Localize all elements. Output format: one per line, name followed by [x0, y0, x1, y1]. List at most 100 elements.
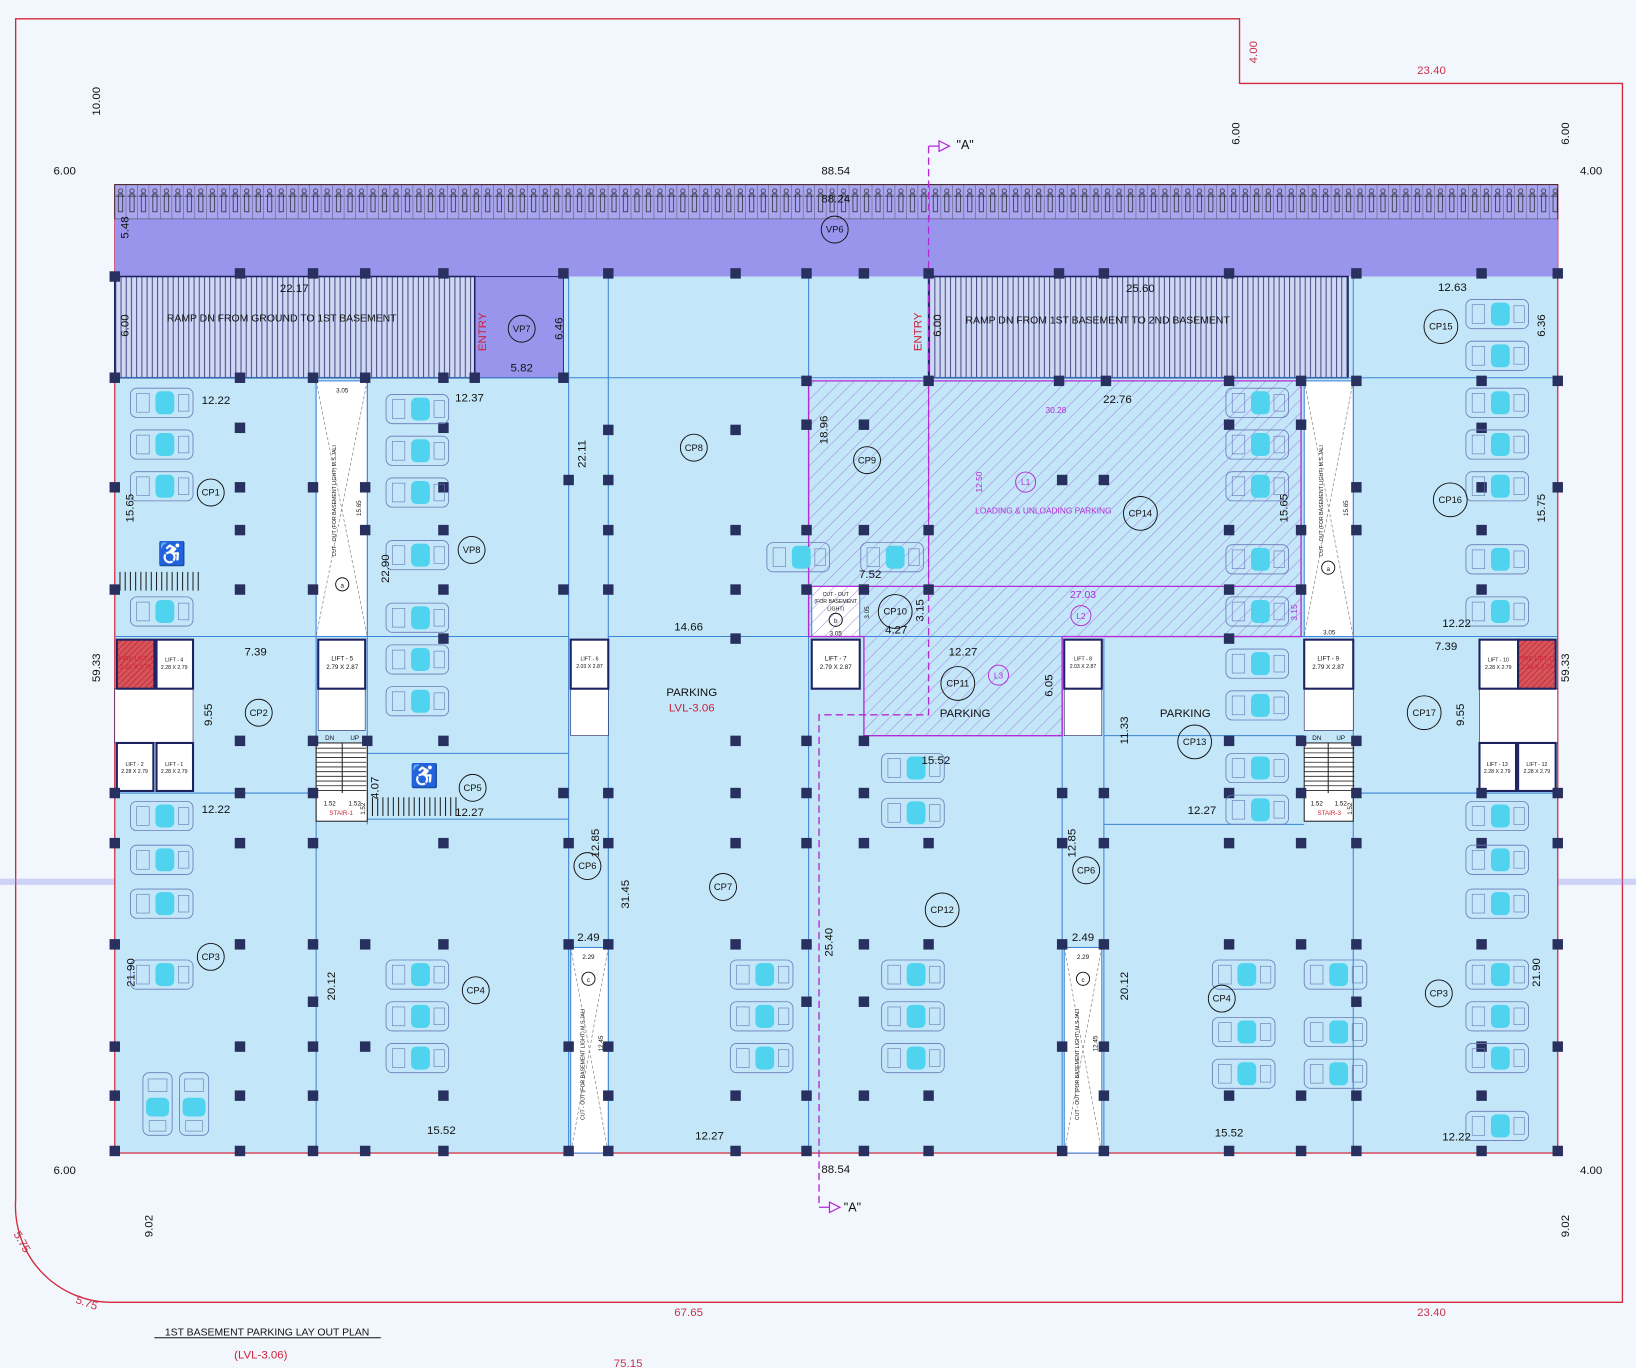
column [558, 268, 569, 279]
column [109, 584, 120, 595]
column [858, 1090, 870, 1101]
cp9-label: CP9 [858, 454, 876, 465]
column [730, 424, 741, 436]
two-wheeler-88-24-label: 88.24 [821, 193, 850, 205]
column [1098, 1145, 1110, 1157]
column [234, 939, 246, 950]
column [1223, 735, 1235, 747]
cp1-15-65-label: 15.65 [125, 494, 137, 523]
cp15-6-36-label: 6.36 [1536, 314, 1548, 336]
cp4r-20-12-label: 20.12 [1119, 972, 1131, 1001]
lift5-1-label: LIFT - 5 [331, 656, 353, 663]
ramp2-25-60-label: 25.60 [1126, 283, 1155, 295]
column [563, 1041, 574, 1052]
column [307, 996, 319, 1007]
column [1351, 1090, 1362, 1101]
section-line-a [818, 146, 930, 1208]
column [1223, 584, 1235, 595]
ramp1-6-00-label: 6.00 [119, 314, 131, 336]
stair3-dn-label: DN [1312, 735, 1321, 742]
depth-59-33-left-label: 59.33 [91, 653, 103, 682]
lift8-2-label: 2.03 X 2.87 [1070, 664, 1097, 670]
cp10-4-27-label: 4.27 [885, 624, 907, 636]
column [858, 584, 870, 595]
column [1552, 787, 1563, 799]
zone-tag-circle [877, 594, 913, 629]
column [1295, 584, 1307, 595]
cutA2-15-65-label: 15.65 [1343, 500, 1350, 516]
load-30-28-label: 30.28 [1045, 405, 1066, 415]
column [923, 1090, 934, 1101]
site-top-4-00-label: 4.00 [1248, 41, 1260, 63]
zone-tag-circle [1015, 471, 1037, 493]
section-arrow-top-icon [928, 139, 951, 153]
column [1053, 375, 1065, 387]
cutB-line1-label: CUT - OUT [823, 592, 850, 598]
lift7-1-label: LIFT - 7 [825, 656, 847, 663]
drawing-title: 1ST BASEMENT PARKING LAY OUT PLAN [165, 1328, 369, 1339]
vp8-12-37-label: 12.37 [455, 393, 484, 405]
cp13-11-33-label: 11.33 [1119, 717, 1131, 745]
column [1223, 787, 1235, 799]
column [438, 422, 449, 434]
column [234, 1041, 246, 1052]
column [109, 787, 120, 799]
column [730, 735, 741, 747]
l2-label: L2 [1076, 611, 1086, 621]
stair1-dn-label: DN [325, 735, 334, 742]
cp17-9-55-label: 9.55 [1455, 704, 1467, 726]
cp4-left-label: CP4 [467, 984, 485, 995]
cutC1-12-45-label: 12.45 [598, 1035, 605, 1051]
column [801, 1145, 812, 1157]
zone-tag-circle [507, 314, 536, 343]
column [1223, 419, 1235, 430]
column [109, 1090, 120, 1101]
cutC2-12-45-label: 12.45 [1093, 1035, 1100, 1051]
column [1295, 524, 1307, 536]
column [603, 474, 614, 486]
cp9-7-52-label: 7.52 [859, 569, 881, 581]
cp6-12-85-label: 12.85 [590, 829, 602, 858]
cutC2-2-29-label: 2.29 [1077, 954, 1090, 961]
cp13-12-27-label: 12.27 [1188, 805, 1217, 817]
cp1-label: CP1 [202, 487, 220, 498]
cp1-12-22-label: 12.22 [202, 395, 231, 407]
zone-tag-circle [709, 873, 737, 901]
zone-tag-circle [461, 976, 490, 1005]
column [558, 787, 569, 799]
column [1053, 268, 1065, 279]
cp17-7-39-label: 7.39 [1435, 641, 1457, 653]
zone-tag-circle [1424, 979, 1453, 1008]
cutout-a-left [315, 380, 368, 638]
column [1295, 1090, 1307, 1101]
lift9-2-label: 2.79 X 2.87 [1312, 664, 1344, 671]
column [1223, 939, 1235, 950]
cp14-label: CP14 [1129, 508, 1152, 519]
column [307, 1145, 319, 1157]
column [801, 1090, 812, 1101]
cutout-c-right [1063, 946, 1103, 1154]
depth-59-33-right-label: 59.33 [1560, 653, 1572, 682]
site-bottom-23-40-label: 23.40 [1417, 1307, 1446, 1319]
stair3-w1-label: 1.52 [1311, 801, 1324, 808]
wheelchair-icon: ♿ [158, 540, 187, 567]
column [1476, 524, 1487, 536]
zone-tag-circle [196, 478, 225, 507]
cutC1-2-49-label: 2.49 [577, 932, 599, 944]
column [1552, 482, 1563, 493]
column [469, 372, 480, 383]
column [1351, 837, 1362, 849]
column [1476, 584, 1487, 595]
column [801, 584, 812, 595]
bot-15-52-r-label: 15.52 [1215, 1127, 1244, 1139]
column [109, 271, 120, 282]
bot-12-22-label: 12.22 [1442, 1132, 1471, 1144]
section-arrow-bottom-icon [819, 1201, 842, 1214]
cp7-31-45-label: 31.45 [620, 880, 632, 909]
column [1098, 939, 1110, 950]
ramp1-22-17-label: 22.17 [280, 283, 309, 295]
ramp2-6-00-label: 6.00 [932, 314, 944, 336]
column [801, 837, 812, 849]
